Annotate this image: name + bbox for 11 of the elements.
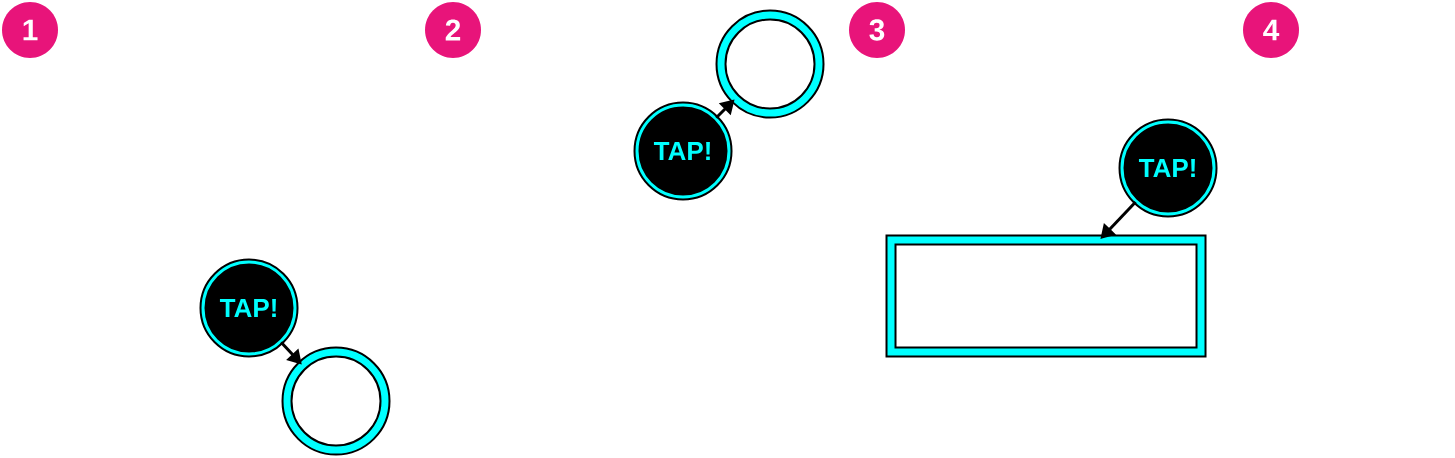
bubble-pointer bbox=[1100, 201, 1137, 239]
step-number-badge: 1 bbox=[2, 2, 58, 58]
speech-bubble: TAP! bbox=[199, 258, 299, 358]
step-number-badge: 3 bbox=[849, 2, 905, 58]
step-number-badge: 2 bbox=[425, 2, 481, 58]
target-ring bbox=[715, 9, 825, 119]
target-frame bbox=[885, 234, 1207, 358]
speech-bubble: TAP! bbox=[1118, 118, 1218, 218]
step-number-badge: 4 bbox=[1243, 2, 1299, 58]
target-ring bbox=[281, 346, 391, 456]
speech-bubble: TAP! bbox=[633, 101, 733, 201]
